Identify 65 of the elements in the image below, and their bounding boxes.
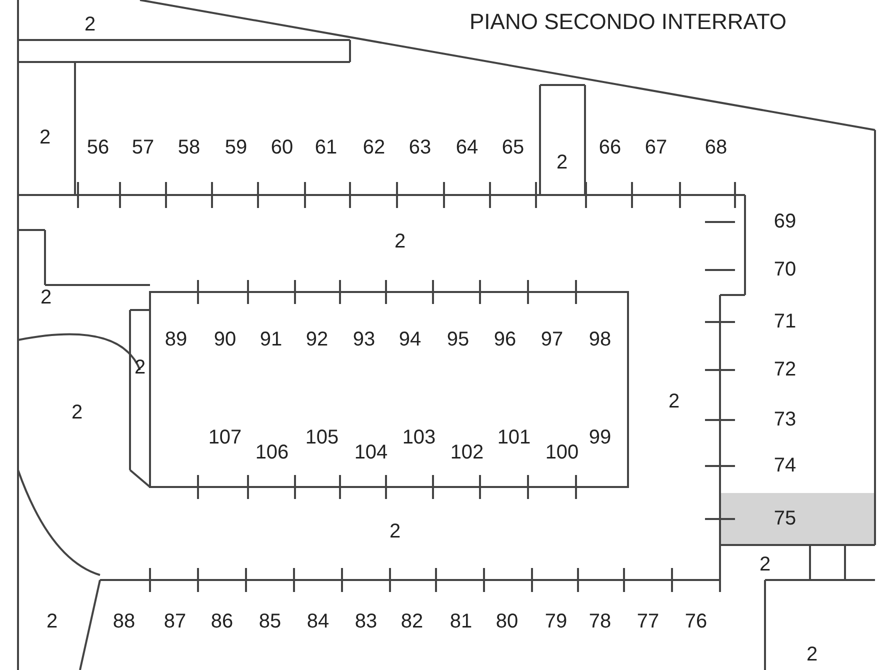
space-number: 81	[450, 610, 472, 634]
space-number: 95	[446, 328, 470, 352]
space-number: 92	[306, 328, 328, 352]
space-number: 73	[774, 408, 796, 432]
space-number: 80	[496, 610, 518, 634]
space-number: 91	[260, 328, 282, 352]
space-number: 93	[352, 328, 376, 352]
space-number: 67	[644, 136, 668, 160]
space-number: 2	[389, 520, 401, 544]
space-number: 75	[774, 508, 796, 530]
space-number: 69	[774, 210, 796, 234]
space-number: 84	[306, 610, 330, 634]
space-number: 101	[497, 426, 531, 450]
space-number: 85	[258, 610, 282, 634]
space-number: 2	[39, 126, 51, 150]
space-number: 90	[214, 328, 236, 352]
space-number: 65	[502, 136, 524, 160]
space-number: 2	[668, 390, 680, 414]
space-number: 59	[224, 136, 248, 160]
space-number: 63	[408, 136, 432, 160]
space-number: 102	[450, 442, 484, 464]
space-number: 71	[774, 310, 796, 334]
space-number: 68	[704, 136, 728, 160]
space-number: 83	[354, 610, 378, 634]
space-number: 57	[132, 136, 154, 160]
space-number: 97	[540, 328, 564, 352]
space-number: 78	[588, 610, 612, 634]
space-number: 66	[598, 136, 622, 160]
space-number: 104	[354, 442, 388, 464]
space-number: 2	[759, 554, 771, 576]
space-number: 2	[71, 402, 83, 424]
space-number: 86	[210, 610, 234, 634]
space-number: 98	[588, 328, 612, 352]
space-number: 2	[134, 356, 146, 380]
space-number: 60	[270, 136, 294, 160]
space-number: 87	[164, 610, 186, 634]
space-number: 2	[556, 152, 568, 174]
space-number: 2	[84, 14, 96, 36]
floor-title: PIANO SECONDO INTERRATO	[470, 9, 786, 35]
space-number: 94	[398, 328, 422, 352]
space-number: 88	[112, 610, 136, 634]
space-number: 2	[394, 230, 406, 254]
space-number: 106	[255, 442, 289, 464]
space-number: 64	[456, 136, 478, 160]
space-number: 2	[46, 610, 58, 634]
space-number: 70	[774, 258, 796, 282]
space-number: 82	[400, 610, 424, 634]
space-number: 58	[178, 136, 200, 160]
space-number: 61	[314, 136, 338, 160]
space-number: 2	[806, 644, 818, 666]
space-number: 72	[774, 358, 796, 382]
space-number: 89	[164, 328, 188, 352]
space-number: 77	[636, 610, 660, 634]
space-number: 79	[544, 610, 568, 634]
space-number: 105	[305, 426, 339, 450]
space-number: 62	[362, 136, 386, 160]
space-number: 76	[684, 610, 708, 634]
space-number: 96	[494, 328, 516, 352]
space-number: 56	[86, 136, 110, 160]
space-number: 74	[774, 454, 796, 478]
space-number: 2	[40, 286, 52, 310]
space-number: 100	[545, 442, 579, 464]
space-number: 107	[208, 426, 242, 450]
space-number: 103	[402, 426, 436, 450]
space-number: 99	[588, 426, 612, 450]
